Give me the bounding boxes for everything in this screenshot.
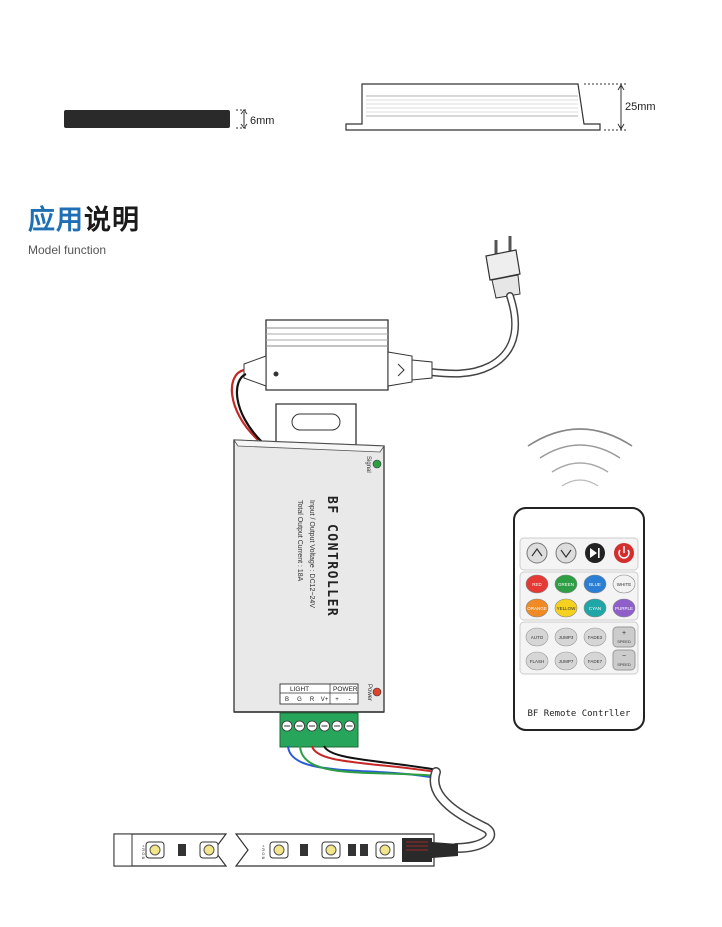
color-button-orange[interactable]: ORANGE <box>525 598 549 618</box>
led-strip: + R G B + R G B <box>113 833 458 867</box>
dc-cable-red <box>230 368 259 441</box>
color-button-label: BLUE <box>589 582 601 587</box>
color-button-label: ORANGE <box>527 606 547 611</box>
thickness-label: 6mm <box>250 115 274 127</box>
color-button-purple[interactable]: PURPLE <box>612 598 636 618</box>
color-button-blue[interactable]: BLUE <box>583 574 607 594</box>
power-icon[interactable] <box>614 543 634 563</box>
terminal-screw <box>344 720 355 732</box>
brightness-down-icon[interactable] <box>555 542 577 564</box>
bf-controller: BF CONTROLLER Input / Output Voltage : D… <box>233 403 385 748</box>
mode-button-label: FLASH <box>530 659 545 664</box>
rgb-output-wires <box>287 745 496 853</box>
mode-button-auto[interactable]: AUTO <box>525 627 549 647</box>
ac-power-cable <box>426 292 520 378</box>
strip-pads-left: + R G B <box>141 845 146 860</box>
controller-side-profile-drawing: 25mm <box>345 83 656 131</box>
mode-button-label: JUMP7 <box>559 659 574 664</box>
terminal-screw <box>294 720 305 732</box>
terminal-label: G <box>297 697 302 703</box>
signal-led <box>372 459 382 469</box>
power-group-label: POWER <box>333 686 358 693</box>
terminal-label: - <box>349 697 351 703</box>
page-heading: 应用说明 <box>28 198 140 237</box>
heading-rest: 说明 <box>84 205 140 236</box>
thin-profile-drawing: 6mm <box>64 109 274 129</box>
controller-spec-voltage: Input / Output Voltage : DC12~24V <box>308 500 315 608</box>
mode-button-jump3[interactable]: JUMP3 <box>554 627 578 647</box>
speed-up-button[interactable]: + SPEED <box>612 626 636 648</box>
mode-button-label: JUMP3 <box>559 635 574 640</box>
wireless-signal-icon <box>527 428 633 487</box>
color-button-label: GREEN <box>558 582 574 587</box>
power-led <box>372 687 382 697</box>
brightness-up-icon[interactable] <box>526 542 548 564</box>
page-subtitle: Model function <box>28 243 107 257</box>
power-plug-icon <box>485 236 521 299</box>
terminal-screw <box>306 720 318 732</box>
mode-button-label: AUTO <box>531 635 544 640</box>
dc-cable-black <box>235 372 263 443</box>
mode-button-label: FADE7 <box>588 659 603 664</box>
heading-highlight: 应用 <box>28 205 84 236</box>
color-button-label: PURPLE <box>615 606 633 611</box>
power-adapter <box>243 319 433 391</box>
height-label: 25mm <box>625 101 656 113</box>
color-button-yellow[interactable]: YELLOW <box>554 598 578 618</box>
signal-label: Signal <box>365 456 371 473</box>
mode-button-fade7[interactable]: FADE7 <box>583 651 607 671</box>
controller-brand: BF CONTROLLER <box>324 496 339 617</box>
light-group-label: LIGHT <box>290 686 309 693</box>
terminal-label: + <box>335 697 339 703</box>
terminal-screw <box>331 720 343 732</box>
controller-spec-current: Total Output Current : 18A <box>296 500 303 582</box>
color-button-green[interactable]: GREEN <box>554 574 578 594</box>
mode-button-flash[interactable]: FLASH <box>525 651 549 671</box>
svg-text:−: − <box>622 653 626 660</box>
play-pause-icon[interactable] <box>585 543 605 563</box>
remote-label: BF Remote Contrller <box>528 709 632 719</box>
svg-text:SPEED: SPEED <box>617 662 631 667</box>
color-button-label: WHITE <box>617 582 632 587</box>
svg-text:SPEED: SPEED <box>617 639 631 644</box>
svg-text:+: + <box>622 630 626 637</box>
color-button-white[interactable]: WHITE <box>612 574 636 594</box>
terminal-screw <box>319 720 330 732</box>
color-button-cyan[interactable]: CYAN <box>583 598 607 618</box>
mode-button-jump7[interactable]: JUMP7 <box>554 651 578 671</box>
color-button-red[interactable]: RED <box>525 574 549 594</box>
mode-button-fade3[interactable]: FADE3 <box>583 627 607 647</box>
terminal-label: B <box>285 697 289 703</box>
terminal-screw <box>281 720 293 732</box>
speed-down-button[interactable]: − SPEED <box>612 649 636 671</box>
mode-button-label: FADE3 <box>588 635 603 640</box>
strip-pads-right: + R G B <box>261 845 266 860</box>
power-label: Power <box>366 684 372 701</box>
terminal-label: V+ <box>321 697 329 703</box>
color-button-label: YELLOW <box>557 606 577 611</box>
color-button-label: RED <box>532 582 542 587</box>
terminal-label: R <box>310 697 315 703</box>
color-button-label: CYAN <box>589 606 601 611</box>
